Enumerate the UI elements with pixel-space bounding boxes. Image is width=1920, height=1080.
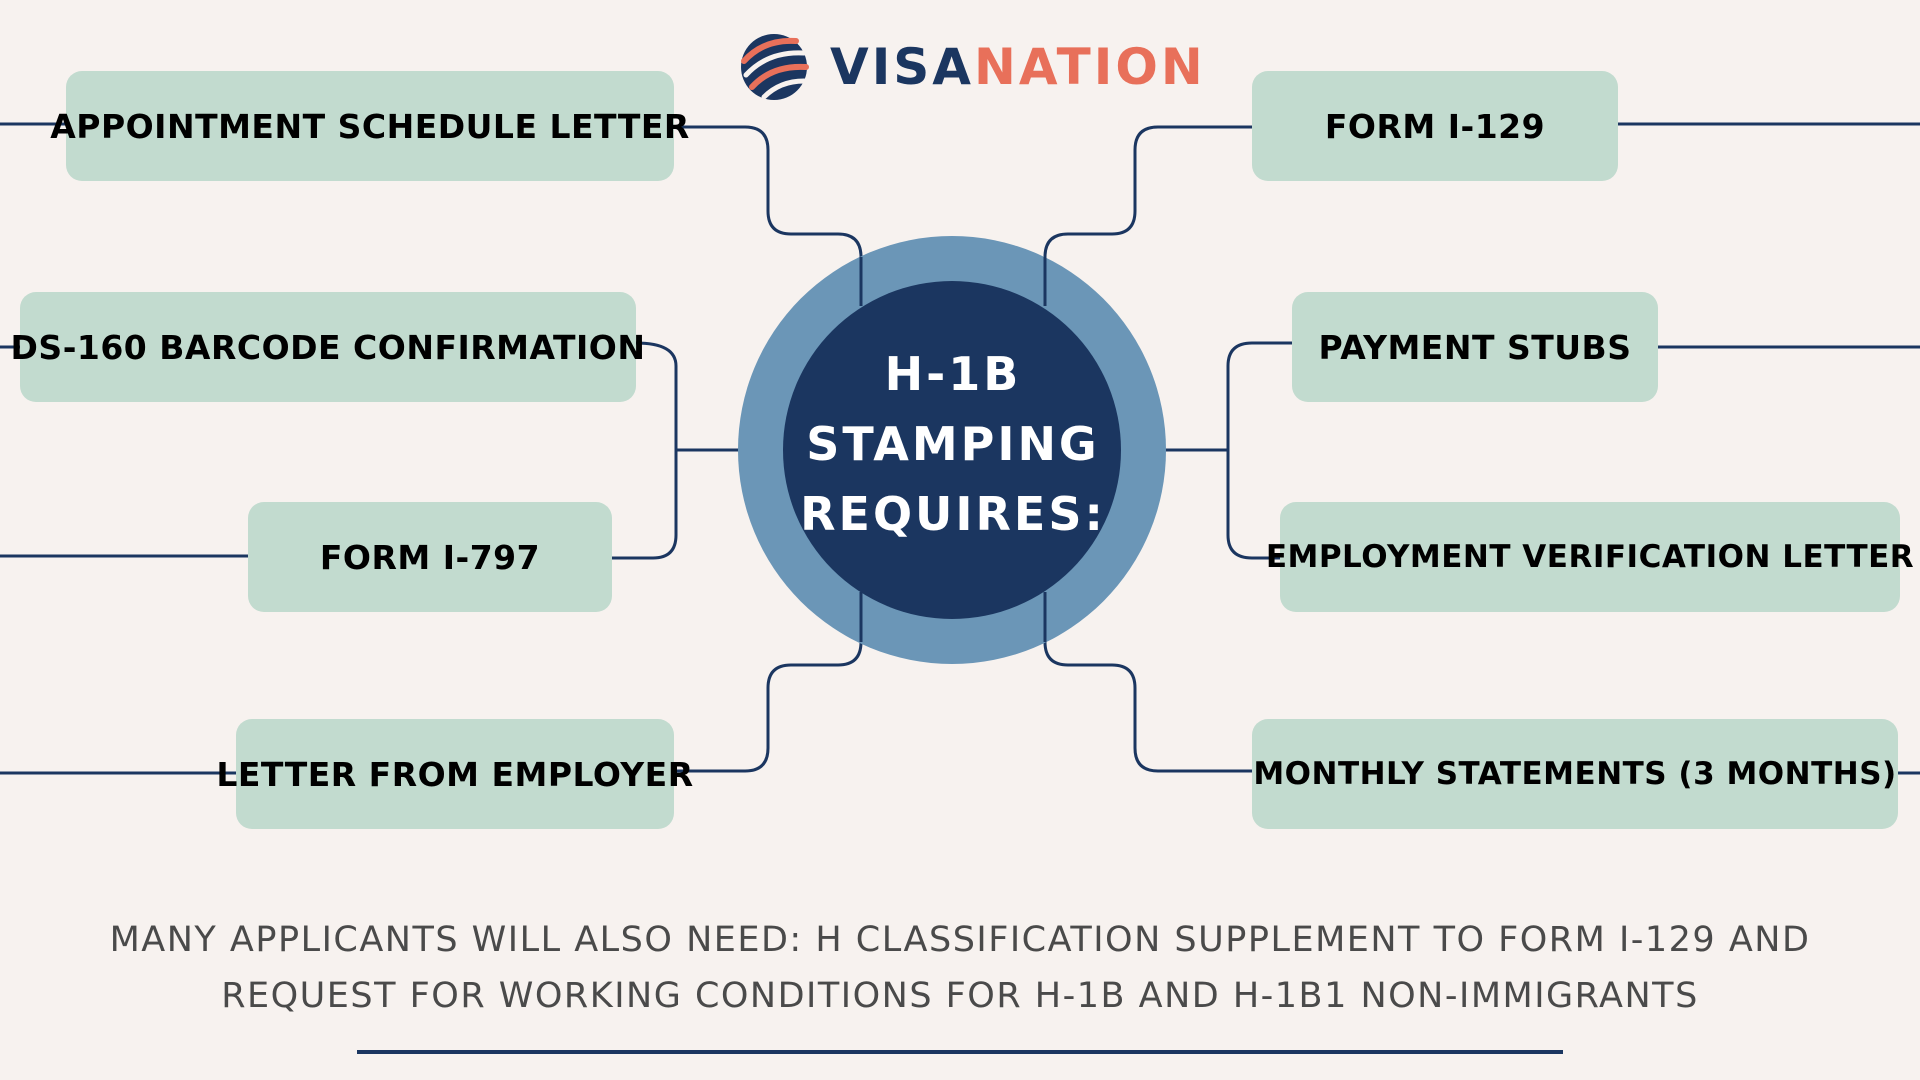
requirement-form-i129: FORM I-129 — [1252, 71, 1618, 181]
footer-divider — [357, 1050, 1563, 1054]
visanation-globe-icon — [741, 34, 809, 100]
connector-appointment — [674, 125, 863, 306]
connector-statements — [1043, 592, 1252, 773]
connector-employer-letter — [674, 592, 863, 773]
logo-wordmark: VISANATION — [830, 38, 1206, 96]
logo-text-primary: VISA — [830, 38, 975, 96]
center-title-line-3: REQUIRES: — [800, 487, 1106, 541]
requirement-ds160-barcode-confirmation: DS-160 BARCODE CONFIRMATION — [11, 292, 645, 402]
connector-ds160 — [612, 341, 678, 560]
center-title-line-2: STAMPING — [806, 417, 1100, 471]
footer-line-2: REQUEST FOR WORKING CONDITIONS FOR H-1B … — [221, 976, 1699, 1016]
connector-payment-verification — [1226, 341, 1292, 560]
requirement-letter-from-employer: LETTER FROM EMPLOYER — [216, 719, 693, 829]
center-title: H-1B STAMPING REQUIRES: — [781, 332, 1125, 556]
connector-i129 — [1043, 125, 1252, 306]
footer-note: MANY APPLICANTS WILL ALSO NEED: H CLASSI… — [80, 912, 1840, 1024]
requirement-appointment-schedule-letter: APPOINTMENT SCHEDULE LETTER — [50, 71, 689, 181]
requirement-monthly-statements: MONTHLY STATEMENTS (3 MONTHS) — [1252, 719, 1898, 829]
center-inner-circle — [783, 281, 1121, 619]
logo-text-accent: NATION — [974, 38, 1206, 96]
footer-line-1: MANY APPLICANTS WILL ALSO NEED: H CLASSI… — [109, 920, 1811, 960]
center-title-line-1: H-1B — [884, 347, 1022, 401]
requirement-form-i797: FORM I-797 — [248, 502, 612, 612]
requirement-payment-stubs: PAYMENT STUBS — [1292, 292, 1658, 402]
requirement-employment-verification-letter: EMPLOYMENT VERIFICATION LETTER — [1266, 502, 1914, 612]
visanation-logo: VISANATION — [738, 30, 1206, 104]
